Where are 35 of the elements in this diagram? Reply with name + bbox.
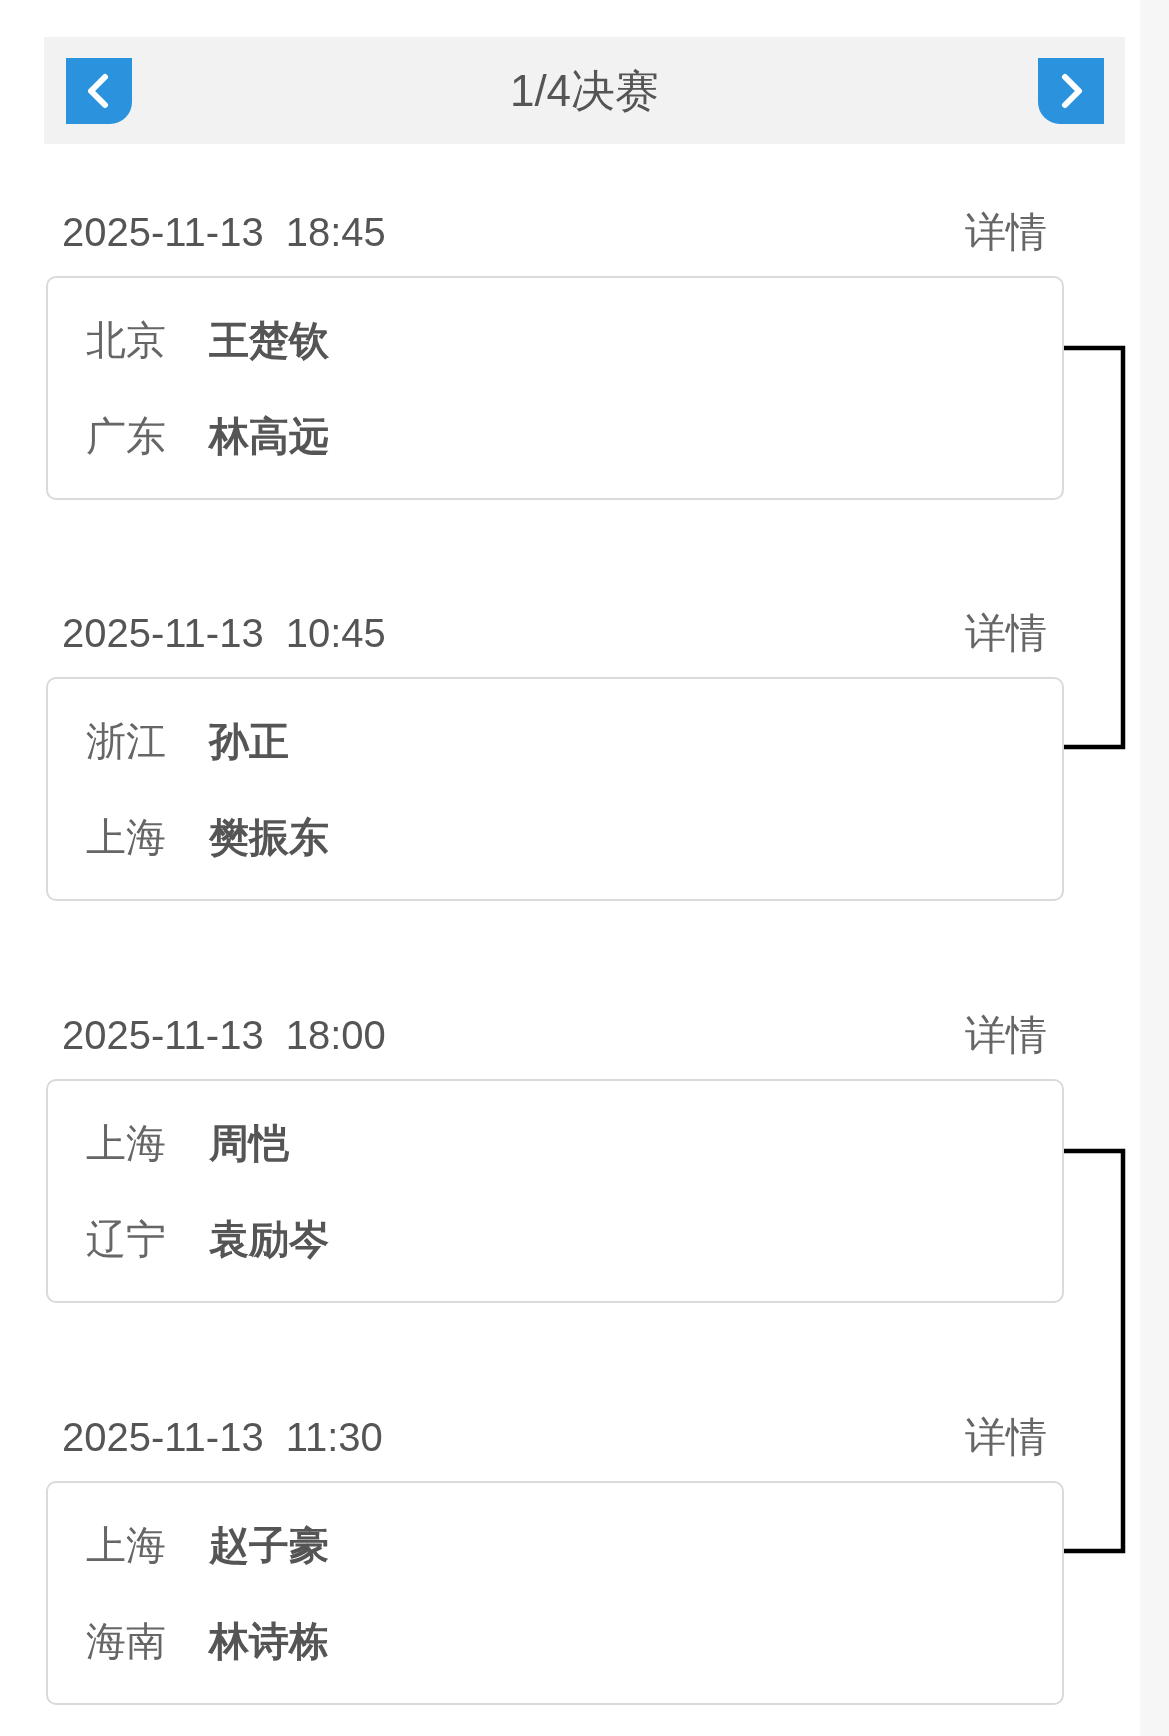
region-name: 广东 — [86, 413, 166, 459]
title: 1/4决赛 — [509, 67, 660, 115]
player-name: 周恺 — [209, 1120, 289, 1166]
region-name: 上海 — [86, 1522, 166, 1568]
match-card — [46, 276, 1064, 500]
player-name: 孙正 — [209, 718, 289, 764]
player-name: 王楚钦 — [209, 317, 329, 363]
player-name: 林诗栋 — [209, 1618, 329, 1664]
details-link: 详情 — [965, 1012, 1047, 1058]
time-text: 18:45 — [285, 209, 386, 255]
region-name: 上海 — [86, 1120, 166, 1166]
time-text: 10:45 — [285, 610, 386, 656]
time-text: 18:00 — [285, 1012, 386, 1058]
bracket-line — [1064, 1148, 1126, 1554]
region-name: 海南 — [86, 1618, 166, 1664]
region-name: 浙江 — [86, 718, 166, 764]
region-name: 北京 — [86, 317, 166, 363]
date-text: 2025-11-13 — [62, 1012, 264, 1058]
details-link: 详情 — [965, 1414, 1047, 1460]
match-card — [46, 1481, 1064, 1705]
player-name: 袁励岑 — [209, 1216, 329, 1262]
region-name: 上海 — [86, 814, 166, 860]
player-name: 樊振东 — [209, 814, 329, 860]
player-name: 林高远 — [209, 413, 329, 459]
player-name: 赵子豪 — [209, 1522, 329, 1568]
time-text: 11:30 — [285, 1414, 383, 1460]
details-link: 详情 — [965, 610, 1047, 656]
date-text: 2025-11-13 — [62, 209, 264, 255]
details-link: 详情 — [965, 209, 1047, 255]
match-card — [46, 1079, 1064, 1303]
date-text: 2025-11-13 — [62, 1414, 264, 1460]
bracket-line — [1064, 345, 1126, 750]
region-name: 辽宁 — [86, 1216, 166, 1262]
date-text: 2025-11-13 — [62, 610, 264, 656]
match-card — [46, 677, 1064, 901]
